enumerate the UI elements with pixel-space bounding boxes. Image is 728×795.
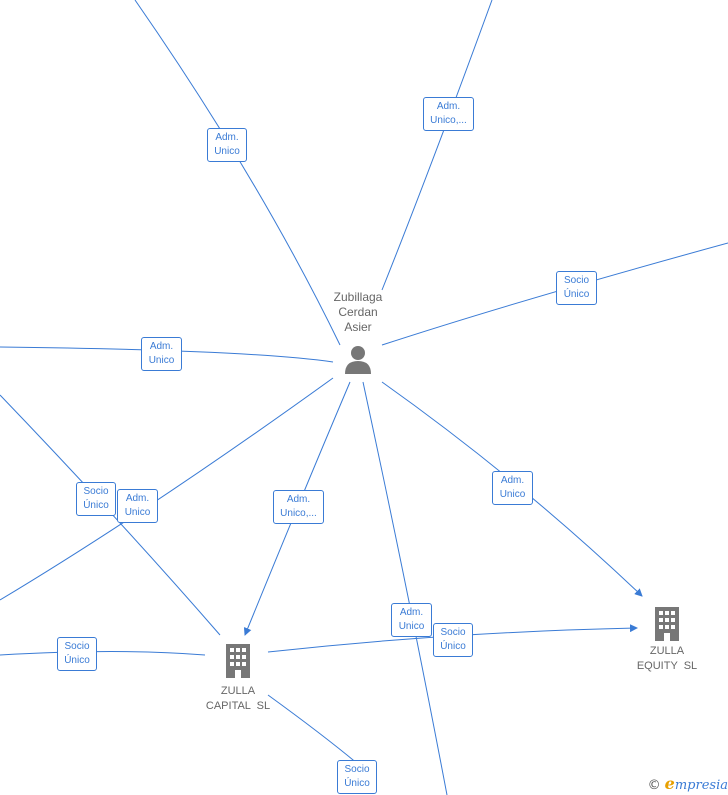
company-name-line: ZULLA	[649, 645, 685, 657]
copyright-symbol: ©	[647, 778, 661, 793]
edge-person-left	[0, 346, 334, 363]
edge-person-top-left	[134, 0, 341, 346]
person-icon	[345, 346, 371, 374]
edge-far-left-to-capital	[0, 651, 206, 656]
building-icon	[226, 644, 250, 678]
person-name-line: Asier	[344, 320, 372, 334]
edge-label-socio-unico[interactable]: Socio Único	[57, 637, 97, 671]
brand-name: mpresia	[674, 778, 728, 793]
edge-label-adm-unico[interactable]: Adm. Unico	[117, 489, 158, 523]
edge-label-adm-unico[interactable]: Adm. Unico	[492, 471, 533, 505]
edge-label-adm-unico[interactable]: Adm. Unico	[207, 128, 247, 162]
edge-person-right	[381, 242, 728, 346]
edge-person-lower-left	[0, 377, 334, 601]
edge-capital-bottom	[267, 694, 366, 771]
empresia-watermark: ©empresia	[648, 774, 728, 793]
edge-label-adm-unico-more[interactable]: Adm. Unico,...	[423, 97, 474, 131]
edge-person-bottom	[362, 381, 448, 795]
company-node-zulla-capital[interactable]: ZULLA CAPITAL SL	[198, 642, 278, 714]
edge-left-to-capital	[0, 394, 221, 636]
edge-label-adm-unico-more[interactable]: Adm. Unico,...	[273, 490, 324, 524]
edge-label-socio-unico[interactable]: Socio Único	[76, 482, 116, 516]
company-node-zulla-equity[interactable]: ZULLA EQUITY SL	[627, 605, 707, 674]
edge-label-socio-unico[interactable]: Socio Único	[433, 623, 473, 657]
edge-label-socio-unico[interactable]: Socio Único	[337, 760, 377, 794]
company-name-line: EQUITY SL	[636, 660, 698, 672]
edge-label-socio-unico[interactable]: Socio Único	[556, 271, 597, 305]
building-icon	[655, 607, 679, 641]
brand-initial: e	[664, 774, 675, 793]
company-name-line: CAPITAL SL	[205, 700, 271, 712]
person-name-line: Cerdan	[338, 305, 378, 319]
company-name-line: ZULLA	[220, 685, 256, 697]
edge-label-adm-unico[interactable]: Adm. Unico	[391, 603, 432, 637]
person-name-line: Zubillaga	[333, 290, 383, 304]
edge-label-adm-unico[interactable]: Adm. Unico	[141, 337, 182, 371]
edge-person-top-right	[381, 0, 493, 291]
person-node[interactable]: Zubillaga Cerdan Asier	[310, 290, 406, 374]
